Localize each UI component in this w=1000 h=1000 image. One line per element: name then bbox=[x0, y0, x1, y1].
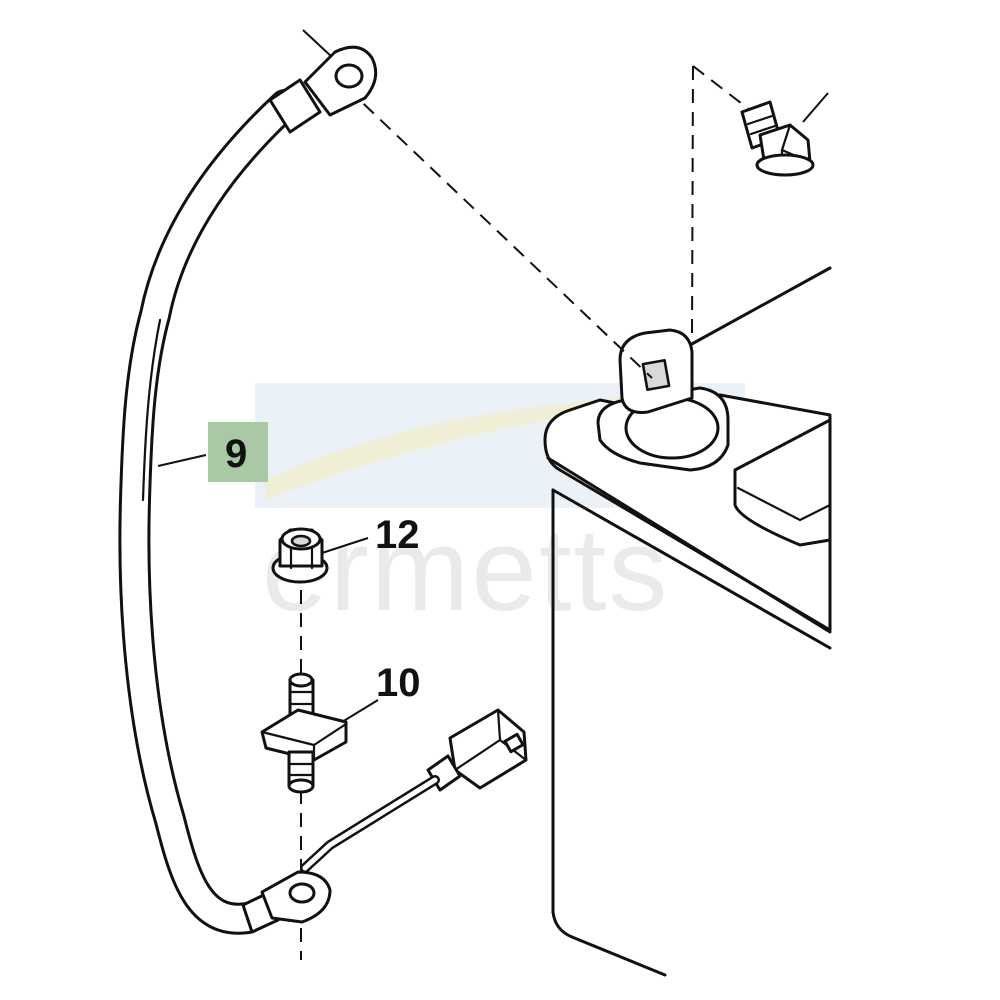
battery-top-back-edge bbox=[688, 266, 832, 347]
bolt-thread-1 bbox=[746, 114, 774, 126]
bolt-flange bbox=[755, 153, 815, 177]
battery-right-post bbox=[733, 418, 832, 547]
battery-bottom-corner bbox=[551, 910, 667, 977]
callouts: 9 12 10 bbox=[157, 422, 421, 723]
hold-down-bolt bbox=[740, 92, 829, 177]
flange-nut bbox=[271, 527, 329, 584]
harness-connector-latch bbox=[503, 732, 525, 754]
callout-9-leader bbox=[157, 454, 207, 467]
battery bbox=[543, 266, 832, 977]
callout-10-leader bbox=[341, 699, 379, 723]
dash-cable-to-terminal bbox=[346, 87, 653, 379]
bottom-lug-hole bbox=[288, 882, 316, 904]
assembly-lines bbox=[300, 29, 751, 960]
top-lug-crimp bbox=[268, 78, 322, 134]
dash-bolt-horizontal bbox=[692, 65, 751, 111]
stud-assembly bbox=[260, 672, 348, 794]
dash-lug-lead bbox=[302, 29, 334, 59]
bolt-thread-2 bbox=[749, 124, 777, 136]
terminal-lug-slot bbox=[641, 358, 671, 392]
battery-right-post-edge bbox=[736, 486, 832, 522]
nut-bore bbox=[290, 534, 312, 548]
sensor-harness bbox=[300, 708, 528, 873]
battery-rim-bottom-edge bbox=[551, 488, 832, 650]
bolt-leader bbox=[802, 92, 829, 123]
callout-12-leader bbox=[321, 537, 369, 554]
top-lug-hole bbox=[334, 63, 364, 89]
battery-rim-lower-edge bbox=[546, 456, 832, 634]
nut-hex-edges bbox=[289, 546, 314, 570]
ground-cable bbox=[118, 45, 378, 935]
watermark-text: ermetts bbox=[262, 504, 669, 636]
callout-12-label: 12 bbox=[375, 513, 420, 557]
callout-10-label: 10 bbox=[376, 661, 421, 705]
harness-wire-inner bbox=[302, 777, 438, 871]
stud-thread-lines-top bbox=[288, 690, 315, 706]
dash-bolt-vertical bbox=[691, 65, 694, 341]
callout-9-highlight bbox=[208, 422, 268, 482]
stud-lower-tip bbox=[287, 778, 315, 794]
harness-connector-face bbox=[453, 708, 528, 772]
cable-inner bbox=[121, 92, 298, 932]
stud-flange bbox=[260, 708, 348, 762]
stud-thread-lines-bottom bbox=[287, 762, 315, 777]
callout-9-label: 9 bbox=[225, 432, 247, 476]
watermark-swoosh bbox=[265, 392, 740, 500]
stud-upper-tip bbox=[288, 672, 314, 688]
cable-stripe bbox=[141, 318, 162, 502]
